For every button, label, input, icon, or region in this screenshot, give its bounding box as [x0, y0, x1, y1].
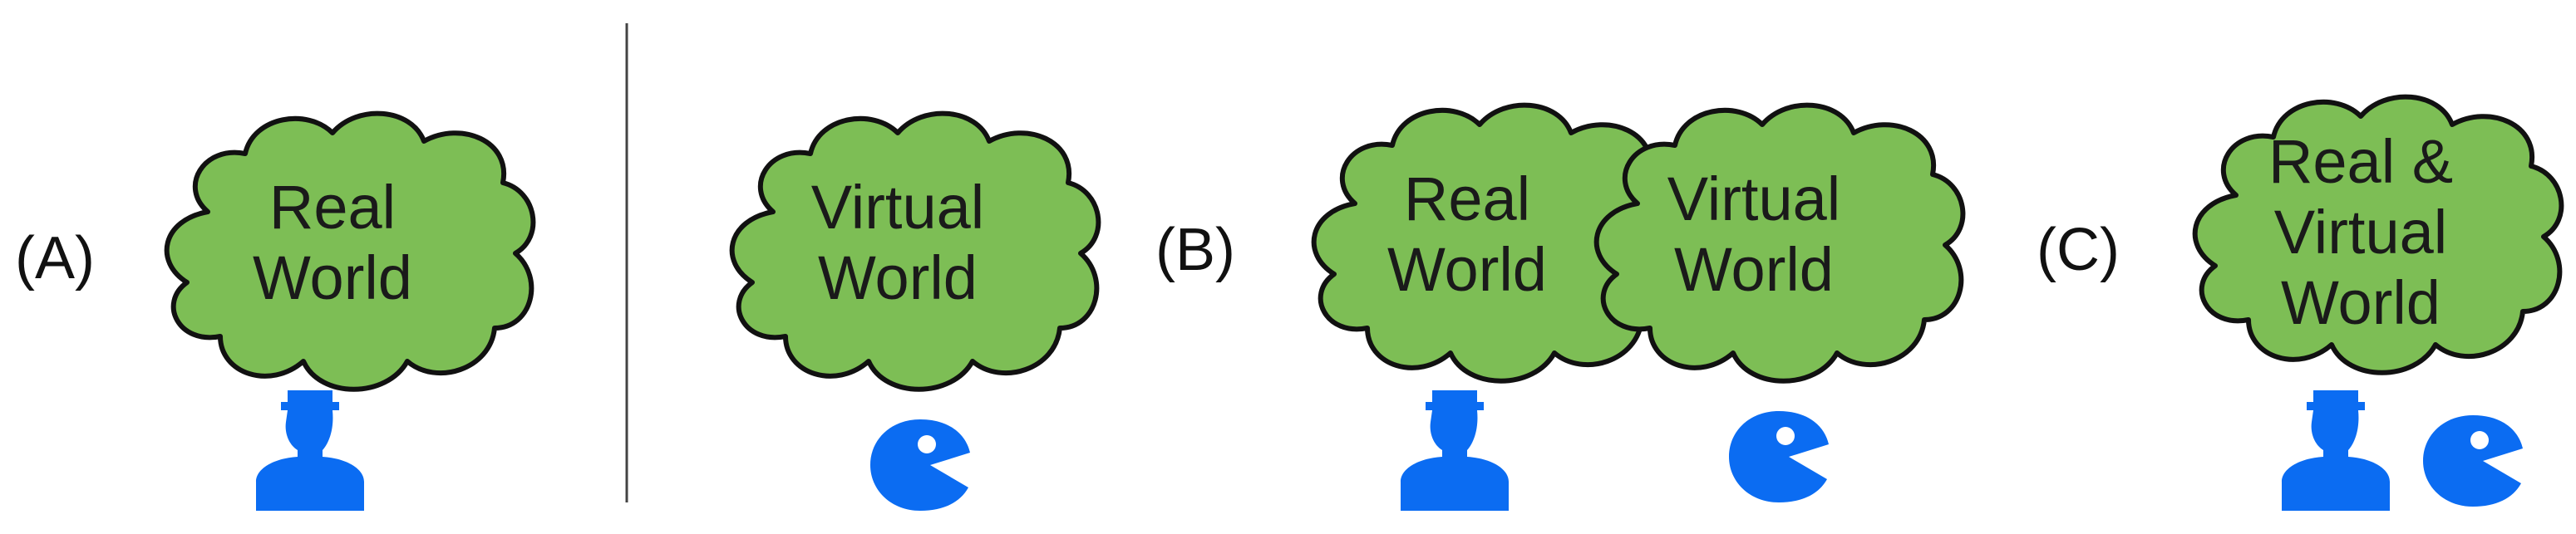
pacman-icon: [1729, 411, 1829, 502]
cloud-text-line: Virtual: [2274, 198, 2447, 267]
panel-c: (C) Real & Virtual World: [2037, 97, 2561, 511]
cloud-text-line: Real: [1404, 164, 1530, 233]
pacman-icon: [870, 419, 970, 511]
cloud-text-line: Virtual: [1667, 164, 1840, 233]
panel-label-b: (B): [1155, 217, 1235, 283]
cloud-text-line: Real &: [2268, 127, 2453, 196]
cloud-text-line: World: [253, 243, 412, 312]
real-world-cloud: Real World: [1314, 105, 1681, 381]
pacman-icon: [2423, 415, 2523, 507]
cloud-text-line: World: [1674, 235, 1834, 304]
panel-a: (A) Real World Virtual World: [15, 23, 1098, 511]
cloud-text-line: Real: [269, 173, 396, 242]
virtual-world-cloud: Virtual World: [1597, 105, 1963, 381]
cloud-text-line: World: [1387, 235, 1547, 304]
cloud-text-line: Virtual: [811, 173, 984, 242]
cloud-text-line: World: [2281, 268, 2441, 337]
panel-b: (B) Real World Virtual World: [1155, 105, 1963, 511]
person-icon: [1401, 390, 1509, 511]
real-world-cloud: Real World: [167, 114, 534, 389]
panel-label-a: (A): [15, 225, 95, 291]
person-icon: [256, 390, 364, 511]
panel-label-c: (C): [2037, 217, 2120, 283]
cloud-text-line: World: [818, 243, 978, 312]
virtual-world-cloud: Virtual World: [732, 114, 1099, 389]
person-icon: [2282, 390, 2390, 511]
real-virtual-world-cloud: Real & Virtual World: [2195, 97, 2562, 373]
